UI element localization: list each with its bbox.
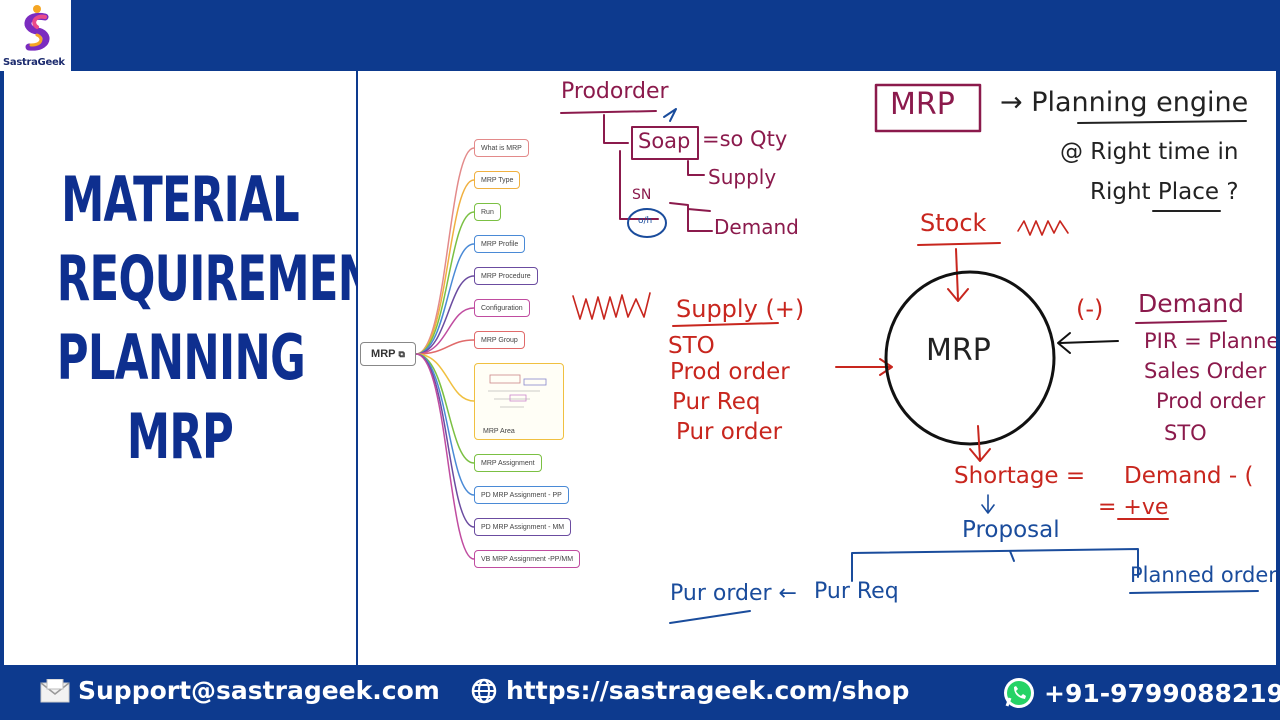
note-prodorder-demand: Prod order — [1156, 389, 1266, 413]
note-plannedorder: Planned order - — [1130, 563, 1276, 587]
mindmap-node[interactable]: PD MRP Assignment - PP — [474, 486, 569, 504]
whiteboard-panel: MRP ⧉ What is MRP MRP Type Run MRP Profi… — [358, 71, 1276, 665]
mindmap-node-label: What is MRP — [481, 144, 522, 152]
note-supply-small: Supply — [708, 165, 777, 189]
note-soqty: =so Qty — [702, 127, 788, 151]
mindmap-node-label: VB MRP Assignment -PP/MM — [481, 555, 574, 563]
note-purreq-supply: Pur Req — [672, 389, 761, 415]
mindmap-node[interactable]: MRP Assignment — [474, 454, 542, 472]
page-title: MATERIAL REQUIREMENT PLANNING MRP — [56, 160, 403, 476]
support-email-text: Support@sastrageek.com — [78, 676, 440, 705]
note-positive: = +ve — [1098, 495, 1169, 520]
note-stock: Stock — [920, 209, 987, 237]
note-demand-big: Demand — [1138, 289, 1245, 318]
mindmap-node-label: MRP Group — [481, 336, 518, 344]
whatsapp-phone-link[interactable]: +91-9799088219 — [1002, 676, 1280, 710]
title-line: MRP — [126, 400, 234, 473]
mindmap-node-label: Configuration — [481, 304, 523, 312]
mindmap-connectors — [415, 147, 475, 560]
mindmap-node-label: MRP Type — [481, 176, 514, 184]
mindmap-area-node[interactable]: MRP Area — [474, 363, 564, 440]
note-purreq-bottom: Pur Req — [814, 579, 899, 604]
note-purorder-supply: Pur order — [676, 419, 783, 445]
mindmap-node[interactable]: MRP Group — [474, 331, 525, 349]
note-shortage: Shortage = — [954, 463, 1086, 489]
shop-url-link[interactable]: https://sastrageek.com/shop — [470, 676, 909, 705]
note-mrp-box: MRP — [890, 87, 955, 122]
mindmap-node[interactable]: PD MRP Assignment - MM — [474, 518, 572, 536]
mindmap-node[interactable]: MRP Procedure — [474, 267, 538, 285]
mindmap-root-label: MRP — [371, 348, 396, 360]
footer-bar — [0, 665, 1280, 720]
note-salesorder: Sales Order — [1144, 359, 1267, 383]
shop-url-text: https://sastrageek.com/shop — [506, 676, 910, 705]
note-sn: SN — [632, 187, 652, 203]
mindmap-node-label: MRP Assignment — [481, 459, 535, 467]
logo-text: SastraGeek — [3, 57, 65, 68]
mindmap-node[interactable]: MRP Profile — [474, 235, 526, 253]
title-line: PLANNING — [56, 321, 306, 394]
note-right-place: Right Place ? — [1090, 179, 1239, 205]
mindmap-node-label: Run — [481, 208, 494, 216]
note-right-time: @ Right time in — [1060, 139, 1239, 165]
note-supply-big: Supply (+) — [676, 295, 805, 323]
phone-text: +91-9799088219 — [1044, 678, 1280, 708]
mindmap-area-label: MRP Area — [483, 428, 515, 435]
mail-icon — [40, 678, 70, 702]
whatsapp-icon — [1004, 678, 1034, 708]
mindmap-node-label: PD MRP Assignment - MM — [481, 523, 565, 531]
note-purorder-bottom: Pur order ← — [670, 581, 797, 606]
mindmap-node-label: PD MRP Assignment - PP — [481, 491, 562, 499]
title-line: REQUIREMENT — [56, 242, 403, 315]
area-thumbnail-icon — [488, 374, 547, 408]
mindmap-node[interactable]: VB MRP Assignment -PP/MM — [474, 550, 581, 568]
note-oh: o/h — [638, 216, 653, 226]
mindmap-node[interactable]: Configuration — [474, 299, 530, 317]
whiteboard-drawing — [560, 83, 1259, 624]
mindmap-node-label: MRP Procedure — [481, 272, 531, 280]
logo-mark-icon — [24, 5, 50, 51]
note-mrp-circle: MRP — [926, 333, 991, 368]
link-icon: ⧉ — [398, 348, 405, 359]
note-soap: Soap — [638, 129, 691, 153]
note-proposal: Proposal — [962, 517, 1060, 543]
note-planning-engine: → Planning engine — [1000, 87, 1249, 118]
support-email-link[interactable]: Support@sastrageek.com — [40, 676, 440, 705]
mindmap-root-node[interactable]: MRP ⧉ — [360, 342, 416, 366]
note-sto-demand: STO — [1164, 421, 1207, 445]
note-pir: PIR = Planne — [1144, 329, 1276, 353]
note-demand-minus: Demand - ( — [1124, 463, 1254, 489]
note-sto-supply: STO — [668, 333, 715, 359]
globe-icon — [471, 678, 497, 703]
title-line: MATERIAL — [61, 163, 300, 236]
mindmap-node[interactable]: Run — [474, 203, 501, 221]
mindmap-node-label: MRP Profile — [481, 240, 519, 248]
note-demand-small: Demand — [714, 215, 799, 239]
sastrageek-logo[interactable]: SastraGeek — [0, 0, 71, 71]
mindmap-node[interactable]: MRP Type — [474, 171, 521, 189]
note-minus: (-) — [1076, 295, 1104, 323]
note-prodorder: Prodorder — [561, 79, 669, 104]
mindmap-node[interactable]: What is MRP — [474, 139, 529, 157]
left-panel — [4, 71, 356, 665]
note-prodorder-supply: Prod order — [670, 359, 790, 385]
